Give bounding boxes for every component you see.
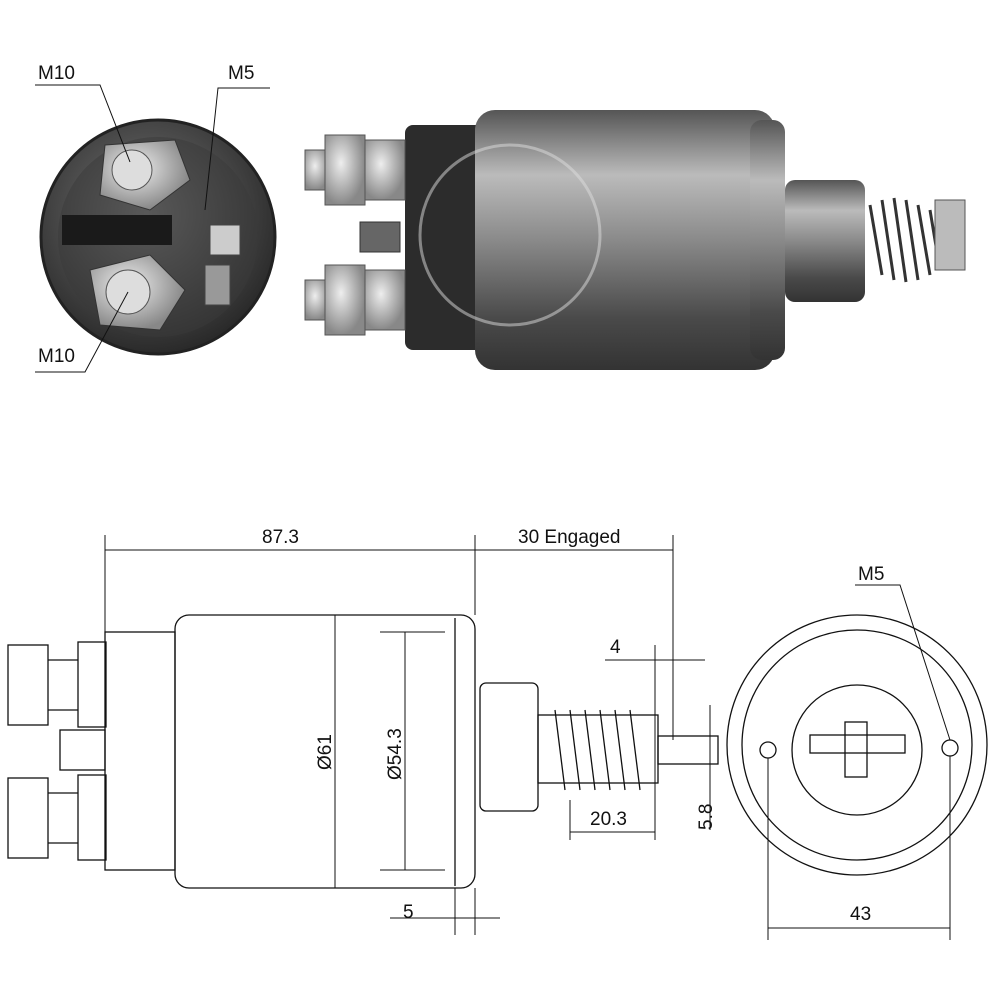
dim-5: 5 [403,902,414,923]
label-m10-bottom: M10 [38,346,75,367]
end-view-drawing [726,584,988,940]
dim-m5: M5 [858,564,884,585]
dim-d61: Ø61 [315,734,336,770]
dimension-lines [104,535,711,935]
side-view-photo [304,110,966,370]
dim-5-8: 5.8 [696,804,717,830]
dim-87-3: 87.3 [262,527,299,548]
dim-d54-3: Ø54.3 [385,728,406,780]
end-view-photo [39,118,277,356]
label-m5: M5 [228,63,254,84]
watermark-logo [418,143,602,327]
end-view-callouts: M10 M5 M10 [35,63,270,373]
dim-4: 4 [610,637,621,658]
dim-30-engaged: 30 Engaged [518,527,621,548]
side-view-drawing [7,614,719,889]
dim-20-3: 20.3 [590,809,627,830]
dim-43: 43 [850,904,871,925]
label-m10-top: M10 [38,63,75,84]
